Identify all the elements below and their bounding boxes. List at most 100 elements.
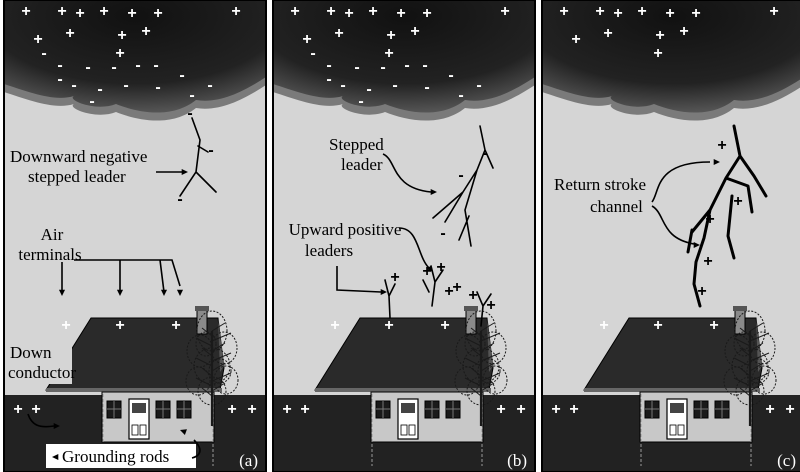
tree-branch — [470, 367, 482, 377]
positive-charge: + — [637, 3, 646, 20]
positive-charge: + — [595, 3, 604, 20]
panel-letter: (a) — [239, 451, 258, 470]
roof-eave — [584, 388, 760, 392]
positive-charge: + — [65, 25, 74, 42]
negative-charge: - — [422, 57, 427, 74]
negative-charge: - — [358, 93, 363, 110]
positive-charge: + — [326, 3, 335, 20]
negative-charge: - — [57, 57, 62, 74]
tree-foliage — [465, 310, 497, 352]
tree-foliage — [185, 366, 211, 396]
positive-charge: + — [384, 45, 393, 62]
positive-charge: + — [171, 317, 180, 334]
positive-charge: + — [99, 3, 108, 20]
tree-branch — [749, 372, 770, 382]
tree-foliage — [746, 358, 770, 384]
arrow-head — [430, 188, 437, 196]
positive-charge: + — [368, 3, 377, 20]
negative-charge: - — [380, 59, 385, 76]
negative-charge: - — [476, 77, 481, 94]
positive-charge: + — [334, 25, 343, 42]
negative-charge: - — [440, 225, 445, 242]
negative-charge: - — [41, 45, 46, 62]
negative-charge: - — [85, 59, 90, 76]
door-panel — [131, 424, 139, 436]
terminal-arrow — [159, 259, 165, 293]
tree-branch — [749, 382, 764, 392]
panel-letter: (c) — [777, 451, 796, 470]
arrow-head — [713, 158, 720, 166]
arrow-head — [380, 288, 387, 296]
positive-charge: + — [141, 23, 150, 40]
negative-charge: - — [155, 79, 160, 96]
positive-charge: + — [31, 401, 40, 418]
tree-branch — [480, 322, 495, 332]
door-panel — [408, 424, 416, 436]
negative-charge: - — [340, 77, 345, 94]
positive-charge: + — [33, 31, 42, 48]
positive-charge: + — [697, 283, 706, 300]
arrow-head — [176, 289, 184, 296]
stepped-leader — [179, 117, 217, 197]
negative-charge: - — [448, 67, 453, 84]
positive-charge: + — [117, 27, 126, 44]
positive-charge: + — [247, 401, 256, 418]
label-return-stroke: Return stroke — [554, 175, 646, 194]
negative-charge: - — [111, 59, 116, 76]
negative-charge: - — [326, 57, 331, 74]
positive-charge: + — [330, 317, 339, 334]
positive-charge: + — [559, 3, 568, 20]
positive-charge: + — [709, 317, 718, 334]
door-glass — [401, 403, 415, 413]
upward-arrow — [398, 227, 430, 269]
tree-branch — [201, 327, 213, 337]
negative-charge: - — [177, 191, 182, 208]
tree-branch — [470, 327, 482, 337]
tree-branch — [470, 347, 482, 357]
positive-charge: + — [282, 401, 291, 418]
tree-branch — [201, 367, 213, 377]
positive-charge: + — [440, 317, 449, 334]
negative-charge: - — [189, 87, 194, 104]
panel-frame — [272, 0, 536, 472]
positive-charge: + — [300, 401, 309, 418]
positive-charge: + — [127, 5, 136, 22]
positive-charge: + — [551, 401, 560, 418]
label-stepped: Stepped — [329, 135, 384, 154]
tree-branch — [211, 382, 226, 392]
tree-branch — [464, 337, 482, 347]
arrow-head — [53, 422, 60, 430]
arrow-head — [52, 453, 59, 461]
panel-c: +++++++++++++++++++(c) — [541, 0, 800, 472]
tree-branch — [733, 337, 751, 347]
positive-charge: + — [486, 297, 495, 314]
tree-foliage — [466, 376, 496, 406]
rod-arrow — [191, 439, 201, 459]
storm-cloud — [542, 0, 800, 113]
negative-charge: - — [392, 77, 397, 94]
arrow-head — [160, 289, 168, 296]
positive-charge: + — [384, 317, 393, 334]
negative-charge: - — [482, 145, 487, 162]
tree-foliage — [477, 358, 501, 384]
negative-charge: - — [123, 77, 128, 94]
positive-charge: + — [603, 25, 612, 42]
positive-charge: + — [733, 193, 742, 210]
tree-branch — [464, 377, 482, 387]
tree-branch — [195, 377, 213, 387]
positive-charge: + — [653, 317, 662, 334]
positive-charge: + — [227, 401, 236, 418]
positive-charge: + — [75, 5, 84, 22]
positive-charge: + — [468, 287, 477, 304]
storm-cloud — [273, 0, 535, 113]
chimney-cap — [464, 306, 478, 311]
positive-charge: + — [717, 137, 726, 154]
tree-branch — [739, 387, 751, 397]
arrow-head — [116, 289, 124, 296]
upward-streamer — [384, 279, 396, 319]
positive-charge: + — [516, 401, 525, 418]
positive-charge: + — [765, 401, 774, 418]
positive-charge: + — [496, 401, 505, 418]
